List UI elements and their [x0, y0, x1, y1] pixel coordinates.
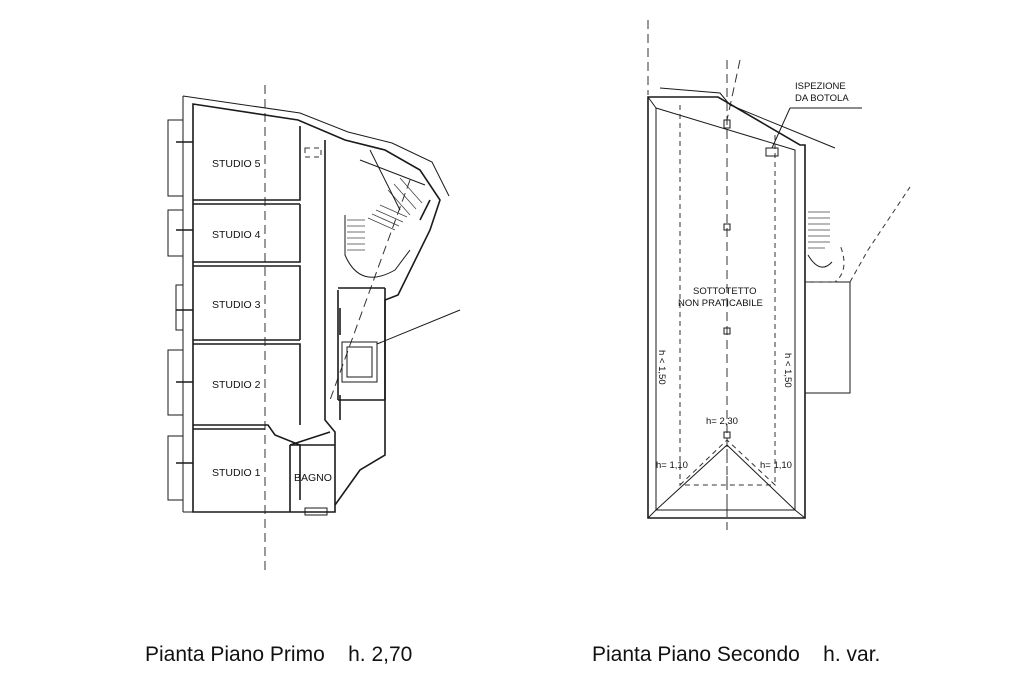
height-center-label: h= 2,30 [706, 416, 738, 427]
inspection-note-line2: DA BOTOLA [795, 93, 849, 104]
second-floor-plan: ISPEZIONE DA BOTOLA SOTTOTETTO NON PRATI… [647, 20, 911, 530]
height-right-side-label: h < 1,50 [782, 353, 793, 388]
first-floor-plan: STUDIO 5 STUDIO 4 STUDIO 3 STUDIO 2 STUD… [167, 85, 461, 575]
room-label-studio2: STUDIO 2 [212, 379, 261, 391]
room-label-studio4: STUDIO 4 [212, 229, 261, 241]
attic-label-line2: NON PRATICABILE [678, 298, 763, 309]
room-label-studio5: STUDIO 5 [212, 158, 261, 170]
height-left-side-label: h < 1,50 [656, 350, 667, 385]
room-label-studio3: STUDIO 3 [212, 299, 261, 311]
room-label-bagno: BAGNO [294, 472, 332, 484]
room-label-studio1: STUDIO 1 [212, 467, 261, 479]
attic-label-line1: SOTTOTETTO [693, 286, 757, 297]
caption-first-floor: Pianta Piano Primo h. 2,70 [145, 643, 413, 666]
height-right-low-label: h= 1,10 [760, 460, 792, 471]
height-left-low-label: h= 1,10 [656, 460, 688, 471]
caption-second-floor: Pianta Piano Secondo h. var. [592, 643, 881, 666]
inspection-note-line1: ISPEZIONE [795, 81, 846, 92]
